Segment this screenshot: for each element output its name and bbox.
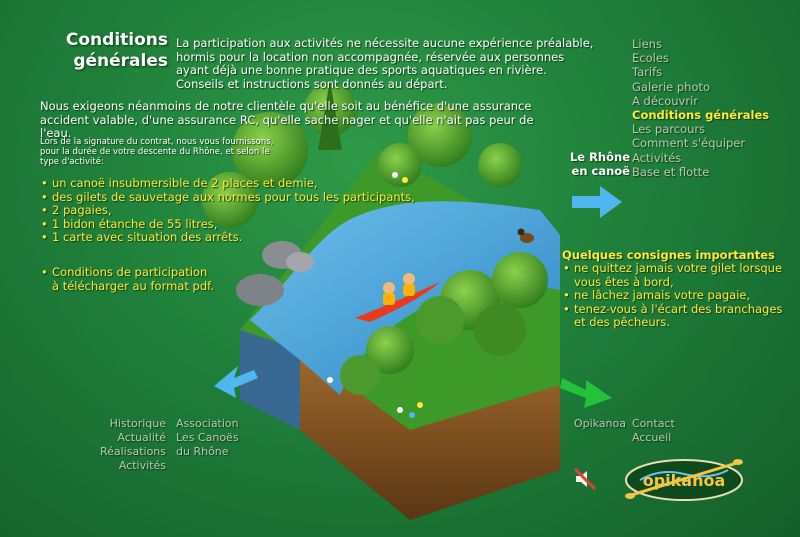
nav-item-les-parcours[interactable]: Les parcours bbox=[632, 122, 706, 137]
nav-item-activites[interactable]: Activités bbox=[632, 150, 682, 165]
nav-item-tarifs[interactable]: Tarifs bbox=[632, 65, 663, 80]
speaker-mute-icon[interactable] bbox=[572, 466, 598, 492]
footer-association-line3[interactable]: du Rhône bbox=[176, 445, 229, 458]
equipment-item: 1 bidon étanche de 55 litres, bbox=[40, 217, 440, 232]
footer-links-right: Opikanoa bbox=[540, 417, 626, 431]
footer-association-link[interactable]: Association Les Canoës du Rhône bbox=[176, 417, 276, 459]
nav-item-a-decouvrir[interactable]: A découvrir bbox=[632, 93, 699, 108]
page-title: Conditions générales bbox=[38, 30, 168, 72]
footer-association-line2[interactable]: Les Canoës bbox=[176, 431, 239, 444]
opikanoa-logo[interactable]: opikanoa bbox=[620, 452, 748, 504]
title-line2: générales bbox=[73, 51, 168, 71]
rhone-label-line2[interactable]: en canoë bbox=[571, 164, 630, 178]
nav-item-galerie-photo[interactable]: Galerie photo bbox=[632, 79, 711, 94]
safety-item: ne quittez jamais votre gilet lorsque vo… bbox=[562, 261, 792, 289]
nav-item-liens[interactable]: Liens bbox=[632, 37, 662, 51]
footer-link-realisations[interactable]: Réalisations bbox=[99, 445, 166, 458]
safety-instructions: Quelques consignes importantes ne quitte… bbox=[562, 248, 792, 330]
footer-association-line1[interactable]: Association bbox=[176, 417, 239, 430]
intro-text-2: Conseils et instructions sont donnés au … bbox=[176, 76, 448, 91]
pdf-link-line1[interactable]: Conditions de participation bbox=[52, 265, 208, 279]
canoe-illustration bbox=[355, 273, 440, 322]
footer-link-actualite[interactable]: Actualité bbox=[117, 431, 166, 444]
safety-title: Quelques consignes importantes bbox=[562, 248, 775, 262]
safety-item: tenez-vous à l'écart des branchages et d… bbox=[562, 302, 792, 330]
footer-links-left: Historique Actualité Réalisations Activi… bbox=[96, 417, 166, 473]
equipment-item: 1 carte avec situation des arrêts. bbox=[40, 230, 440, 245]
pdf-download-link[interactable]: Conditions de participation à télécharge… bbox=[40, 265, 280, 293]
nav-item-base-et-flotte[interactable]: Base et flotte bbox=[632, 164, 710, 179]
equipment-list: un canoë insubmersible de 2 places et de… bbox=[40, 176, 440, 245]
footer-link-opikanoa[interactable]: Opikanoa bbox=[573, 417, 626, 430]
rhone-canoe-link[interactable]: Le Rhône en canoë bbox=[560, 150, 630, 178]
equipment-item: 2 pagaies, bbox=[40, 203, 440, 218]
intro-paragraph: La participation aux activités ne nécess… bbox=[176, 36, 596, 91]
footer-link-historique[interactable]: Historique bbox=[109, 417, 166, 430]
pdf-link-text[interactable]: Conditions de participation à télécharge… bbox=[40, 265, 280, 293]
main-nav: Liens Ecoles Tarifs Galerie photo A déco… bbox=[632, 37, 792, 179]
safety-item: ne lâchez jamais votre pagaie, bbox=[562, 288, 792, 303]
footer-link-activites[interactable]: Activités bbox=[118, 459, 166, 472]
title-line1: Conditions bbox=[65, 30, 168, 50]
safety-list: ne quittez jamais votre gilet lorsque vo… bbox=[562, 261, 792, 330]
nav-item-ecoles[interactable]: Ecoles bbox=[632, 51, 669, 66]
equipment-item: un canoë insubmersible de 2 places et de… bbox=[40, 176, 440, 191]
logo-text[interactable]: opikanoa bbox=[643, 471, 726, 490]
equipment-item: des gilets de sauvetage aux normes pour … bbox=[40, 190, 440, 205]
arrow-down-right-icon bbox=[560, 378, 612, 408]
contract-note: Lors de la signature du contrat, nous vo… bbox=[40, 137, 274, 167]
footer-link-contact[interactable]: Contact bbox=[632, 417, 675, 430]
arrow-right-icon bbox=[572, 186, 622, 218]
intro-text-1: La participation aux activités ne nécess… bbox=[176, 36, 594, 77]
waterfall-edge bbox=[240, 330, 300, 430]
arrow-left-icon bbox=[214, 366, 258, 398]
rhone-label-line1[interactable]: Le Rhône bbox=[569, 150, 630, 164]
footer-link-accueil[interactable]: Accueil bbox=[632, 431, 672, 444]
insurance-paragraph: Nous exigeons néanmoins de notre clientè… bbox=[40, 99, 534, 140]
pdf-link-line2[interactable]: à télécharger au format pdf. bbox=[52, 278, 214, 293]
opikanoa-logo-mark[interactable]: opikanoa bbox=[620, 452, 748, 504]
nav-item-comment-s-equiper[interactable]: Comment s'équiper bbox=[632, 136, 746, 151]
nav-item-conditions-generales[interactable]: Conditions générales bbox=[632, 108, 770, 123]
soil-block bbox=[300, 350, 560, 520]
footer-links-contact: Contact Accueil bbox=[632, 417, 732, 445]
